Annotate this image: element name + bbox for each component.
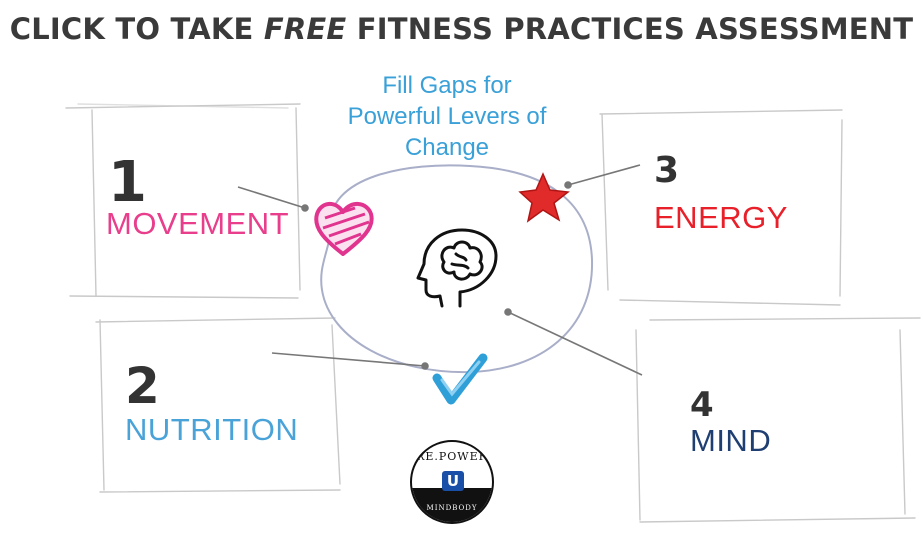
title-suffix: FITNESS PRACTICES ASSESSMENT	[346, 12, 914, 46]
pillar-number-movement: 1	[108, 150, 147, 215]
title-prefix: CLICK TO TAKE	[9, 12, 264, 46]
checkmark-icon	[432, 353, 488, 405]
logo-bottom-text: MINDBODY	[426, 504, 478, 512]
pointer-movement	[237, 186, 306, 209]
logo-top-text: RE.POWER	[416, 450, 488, 463]
heart-icon	[314, 202, 374, 256]
pillar-label-movement[interactable]: MOVEMENT	[106, 206, 290, 241]
pointer-energy	[567, 164, 641, 186]
brain-head-icon	[416, 228, 498, 308]
logo-mark: U	[442, 471, 464, 491]
caption-line-2: Powerful Levers of	[347, 103, 547, 130]
logo-dark-band	[412, 488, 492, 522]
pointer-nutrition	[271, 352, 426, 367]
star-icon	[518, 172, 570, 223]
title-emphasis: FREE	[263, 12, 347, 46]
center-caption: Fill Gaps for Powerful Levers of Change	[318, 70, 576, 163]
caption-line-3: Change	[404, 134, 490, 161]
box-energy	[599, 109, 843, 306]
pointer-mind	[507, 311, 643, 376]
box-nutrition	[95, 317, 341, 493]
box-movement	[65, 103, 301, 299]
caption-line-1: Fill Gaps for	[382, 72, 512, 99]
box-mind	[635, 317, 921, 523]
repower-logo[interactable]: RE.POWER U MINDBODY	[410, 440, 494, 524]
pillar-number-nutrition: 2	[125, 357, 160, 415]
central-cycle-circle	[320, 164, 594, 374]
assessment-cta-title[interactable]: CLICK TO TAKE FREE FITNESS PRACTICES ASS…	[0, 12, 923, 46]
pillar-label-mind[interactable]: MIND	[690, 423, 772, 458]
pillar-label-nutrition[interactable]: NUTRITION	[125, 412, 299, 447]
pillar-number-energy: 3	[654, 150, 680, 191]
pillar-number-mind: 4	[690, 385, 714, 425]
pillar-label-energy[interactable]: ENERGY	[654, 200, 788, 235]
